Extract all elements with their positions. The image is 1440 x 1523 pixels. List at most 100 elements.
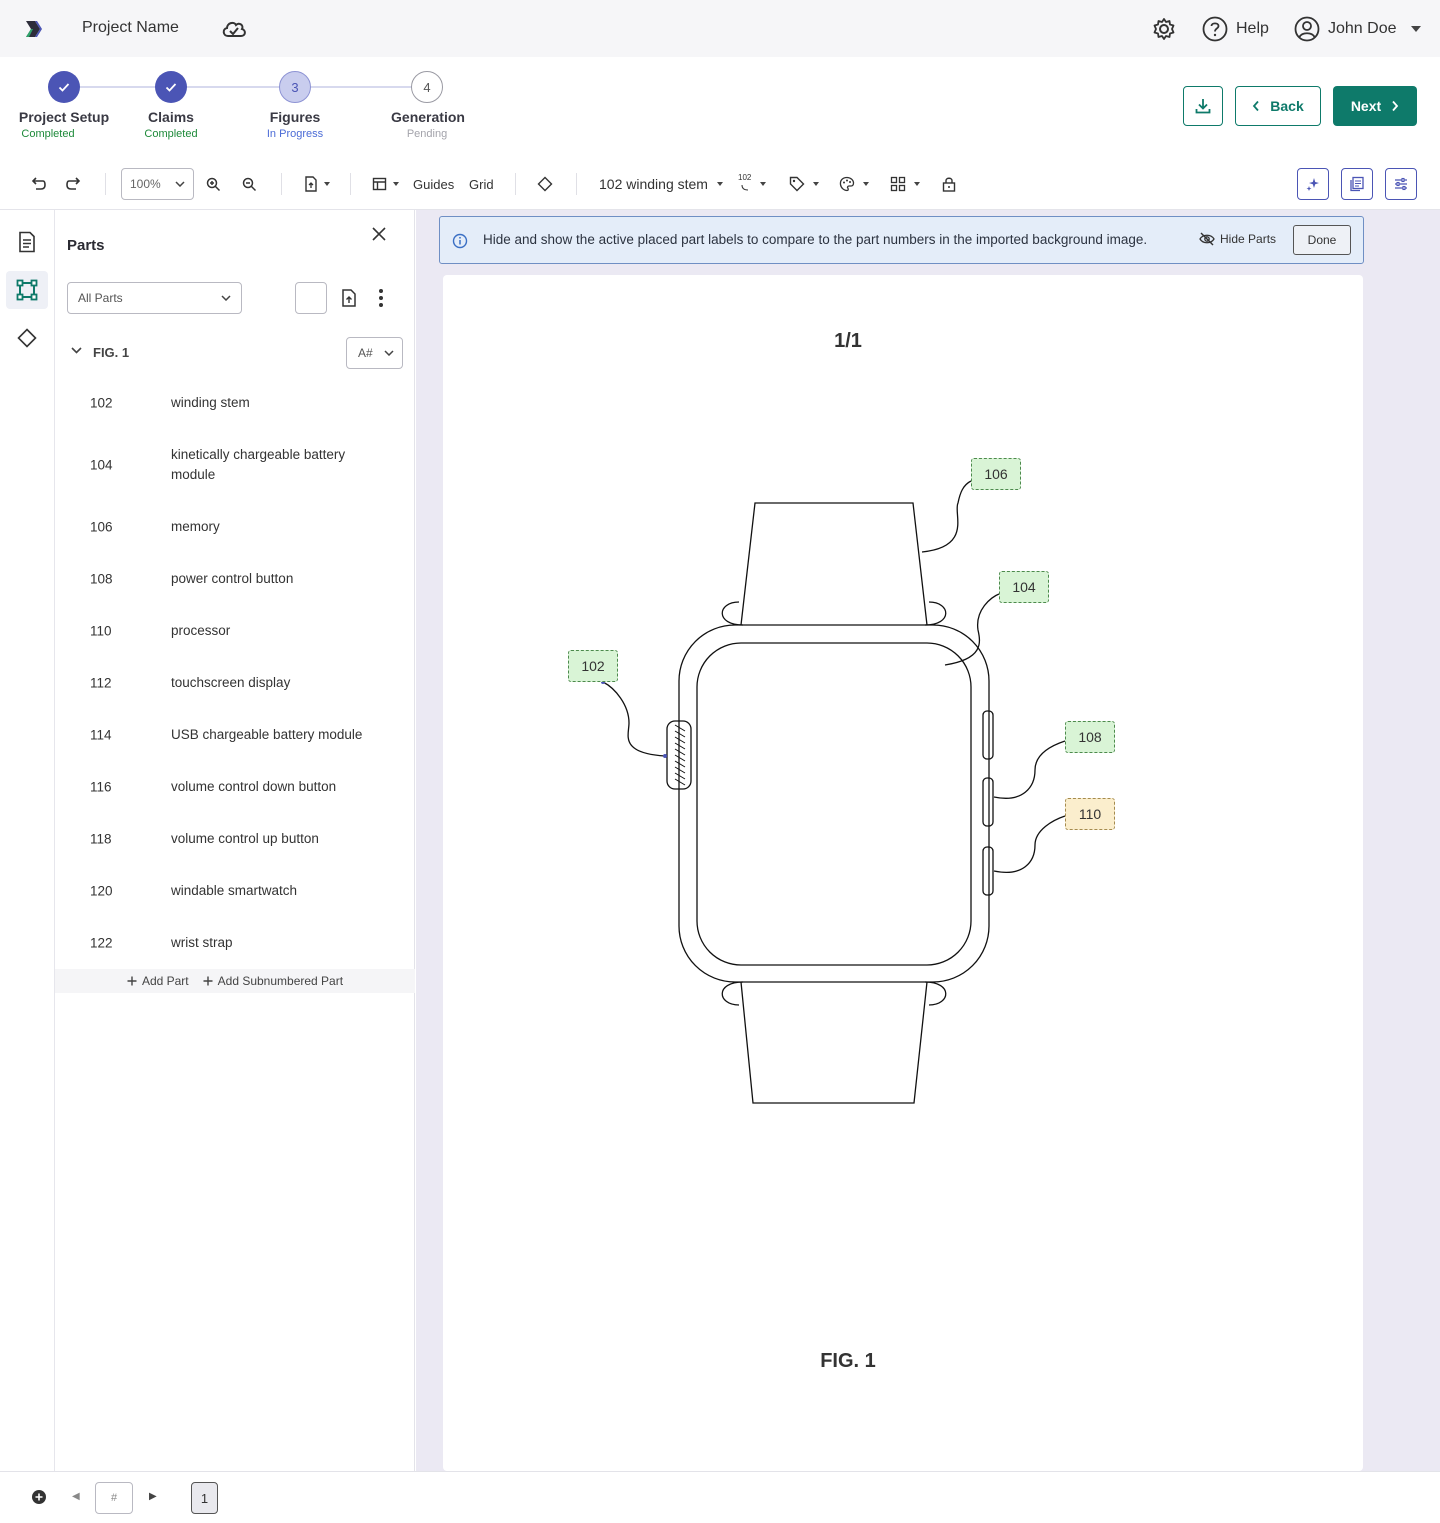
close-icon[interactable] (371, 226, 387, 242)
list-item[interactable]: 114 USB chargeable battery module (55, 709, 415, 761)
page-thumbnail[interactable]: 1 (191, 1482, 218, 1514)
figure-sheet[interactable]: 1/1 (443, 275, 1363, 1471)
list-item[interactable]: 120 windable smartwatch (55, 865, 415, 917)
lock-button[interactable] (942, 171, 956, 197)
part-number: 110 (90, 623, 112, 639)
settings-button[interactable] (1151, 16, 1177, 42)
list-item[interactable]: 112 touchscreen display (55, 657, 415, 709)
sort-select[interactable]: A# (346, 337, 403, 369)
watch-side-button-3 (982, 846, 994, 896)
part-name[interactable]: power control button (171, 571, 294, 586)
ai-assist-button[interactable] (1297, 168, 1329, 200)
list-item[interactable]: 104 kinetically chargeable battery modul… (55, 429, 415, 501)
color-palette-menu[interactable] (839, 171, 869, 197)
pages-view-button[interactable] (1341, 168, 1373, 200)
zoom-value: 100% (130, 177, 161, 191)
download-button[interactable] (1183, 86, 1223, 126)
part-name[interactable]: touchscreen display (171, 675, 291, 690)
next-button[interactable]: Next (1333, 86, 1417, 126)
shape-tool-button[interactable] (537, 171, 553, 197)
add-part-label: Add Part (141, 974, 189, 988)
tag-menu[interactable] (789, 171, 819, 197)
part-name[interactable]: winding stem (171, 395, 250, 410)
step-project-setup[interactable]: Project Setup Completed (4, 71, 124, 140)
chevron-down-icon (384, 350, 394, 356)
eye-off-icon (1199, 232, 1215, 246)
undo-button[interactable] (30, 171, 46, 197)
parts-filter-select[interactable]: All Parts (67, 282, 242, 314)
toolbar-divider (281, 173, 282, 195)
part-name[interactable]: memory (171, 519, 220, 534)
part-name[interactable]: processor (171, 623, 231, 638)
part-name[interactable]: windable smartwatch (171, 883, 298, 898)
project-name[interactable]: Project Name (82, 19, 179, 36)
plus-icon (127, 976, 137, 986)
part-name[interactable]: kinetically chargeable battery module (171, 447, 346, 482)
back-button[interactable]: Back (1235, 86, 1321, 126)
prev-page-icon[interactable]: ◀ (72, 1491, 80, 1502)
rail-document-button[interactable] (6, 223, 48, 261)
part-name[interactable]: volume control down button (171, 779, 337, 794)
add-subnumbered-part-button[interactable]: Add Subnumbered Part (203, 974, 343, 988)
more-vertical-icon[interactable] (377, 288, 385, 308)
help-button[interactable]: Help (1202, 16, 1269, 42)
next-page-icon[interactable]: ▶ (149, 1491, 157, 1502)
step-generation[interactable]: 4 Generation Pending (367, 71, 487, 140)
zoom-select[interactable]: 100% (121, 168, 194, 200)
part-number: 104 (90, 457, 113, 473)
part-name[interactable]: volume control up button (171, 831, 319, 846)
watch-lug-top-right (924, 601, 947, 626)
placed-label-104[interactable]: 104 (999, 571, 1049, 603)
list-item[interactable]: 102 winding stem (55, 377, 415, 429)
placed-label-110[interactable]: 110 (1065, 798, 1115, 830)
placed-label-108[interactable]: 108 (1065, 721, 1115, 753)
redo-button[interactable] (66, 171, 82, 197)
figure-group-header[interactable]: FIG. 1 A# (67, 337, 403, 369)
page-number-input[interactable]: # (95, 1482, 133, 1514)
rail-shapes-button[interactable] (6, 319, 48, 357)
caret-down-icon (393, 182, 399, 186)
leader-line-106 (921, 480, 972, 553)
cloud-sync-icon[interactable] (220, 16, 248, 42)
top-bar: Project Name Help John Doe (0, 0, 1440, 57)
list-item[interactable]: 116 volume control down button (55, 761, 415, 813)
document-icon (19, 231, 35, 253)
properties-button[interactable] (1385, 168, 1417, 200)
active-part-select[interactable]: 102 winding stem (599, 171, 723, 197)
toolbar-divider (576, 173, 577, 195)
placed-label-102[interactable]: 102 (568, 650, 618, 682)
list-item[interactable]: 122 wrist strap (55, 917, 415, 969)
chevron-down-icon[interactable] (71, 347, 82, 354)
add-part-button[interactable]: Add Part (127, 974, 189, 988)
list-item[interactable]: 110 processor (55, 605, 415, 657)
list-item[interactable]: 106 memory (55, 501, 415, 553)
parts-search-input[interactable] (295, 282, 327, 314)
rail-parts-button[interactable] (6, 271, 48, 309)
caret-down-icon (324, 182, 330, 186)
add-page-icon[interactable] (31, 1489, 47, 1505)
app-logo-icon[interactable] (22, 18, 44, 40)
part-name[interactable]: wrist strap (171, 935, 233, 950)
list-item[interactable]: 108 power control button (55, 553, 415, 605)
done-button[interactable]: Done (1293, 225, 1351, 255)
grid-toggle[interactable]: Grid (469, 176, 494, 192)
step-claims[interactable]: Claims Completed (111, 71, 231, 140)
layout-menu[interactable] (372, 171, 399, 197)
step-figures[interactable]: 3 Figures In Progress (235, 71, 355, 140)
user-menu[interactable]: John Doe (1294, 16, 1421, 42)
chevron-left-icon (1253, 100, 1259, 112)
zoom-out-button[interactable] (242, 171, 257, 197)
file-import-icon[interactable] (340, 288, 358, 308)
zoom-in-button[interactable] (206, 171, 221, 197)
layout-icon (372, 177, 387, 191)
smartwatch-drawing[interactable] (443, 275, 1363, 1471)
list-item[interactable]: 118 volume control up button (55, 813, 415, 865)
placed-label-106[interactable]: 106 (971, 458, 1021, 490)
guides-toggle[interactable]: Guides (413, 176, 455, 192)
part-name[interactable]: USB chargeable battery module (171, 727, 363, 742)
step-number: 3 (279, 71, 311, 103)
hide-parts-button[interactable]: Hide Parts (1199, 232, 1276, 246)
import-file-menu[interactable] (304, 171, 330, 197)
arrange-menu[interactable] (890, 171, 920, 197)
label-leader-menu[interactable]: 102 (738, 171, 766, 197)
